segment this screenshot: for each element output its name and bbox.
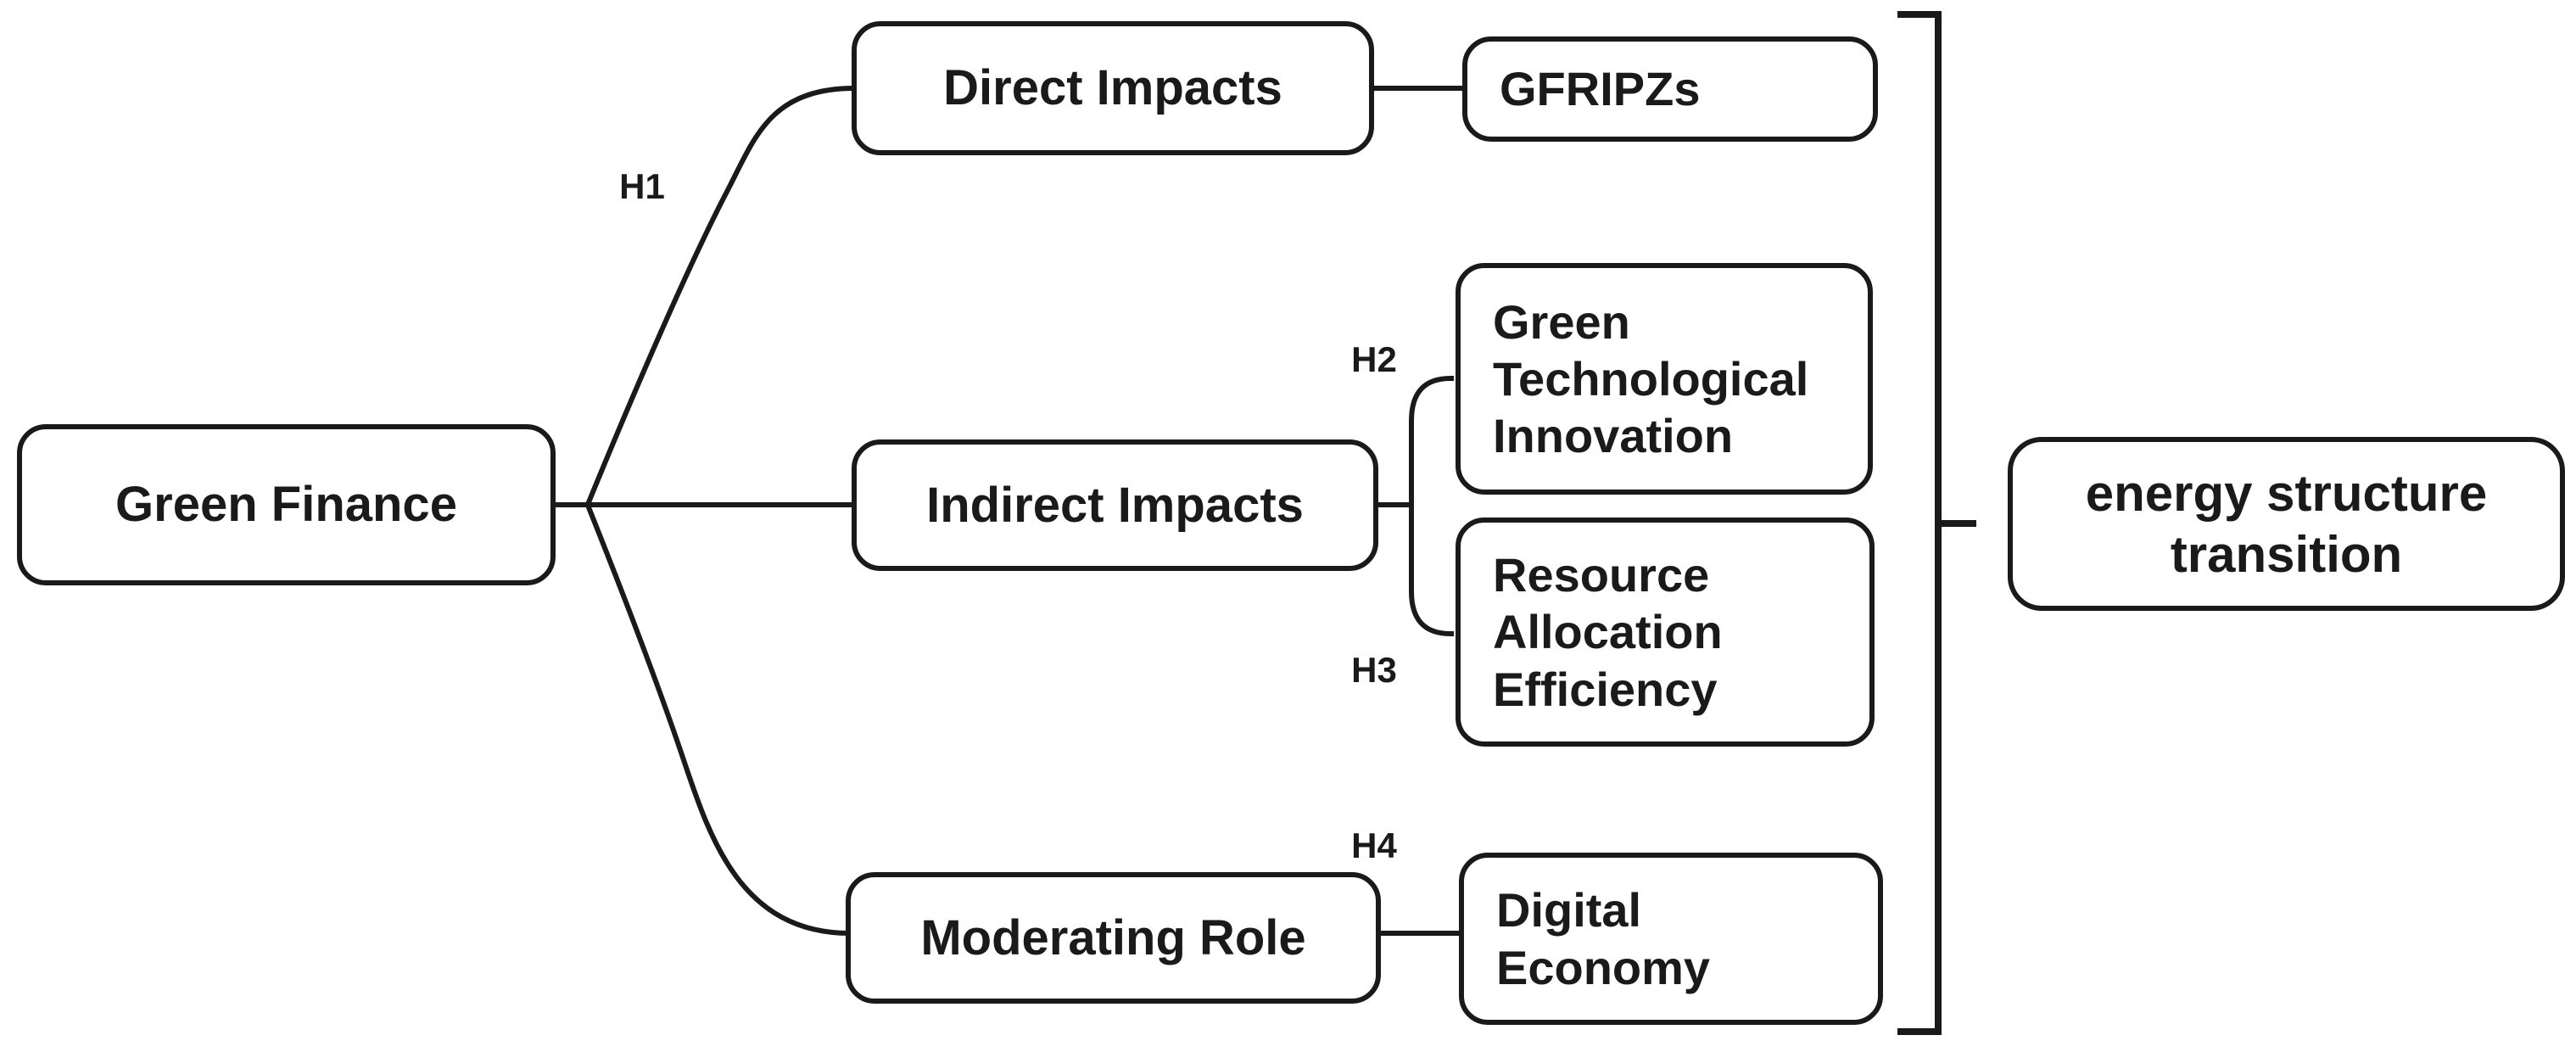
gathering-bracket <box>1897 11 1942 1035</box>
node-gfripzs-label: GFRIPZs <box>1500 62 1701 116</box>
node-direct-impacts: Direct Impacts <box>852 21 1374 155</box>
node-resource-allocation-efficiency: Resource Allocation Efficiency <box>1456 518 1875 747</box>
node-green-technological-innovation-label: Green Technological Innovation <box>1493 294 1809 463</box>
node-moderating-role-label: Moderating Role <box>920 909 1306 965</box>
hypothesis-label-h4: H4 <box>1351 825 1397 865</box>
node-green-finance: Green Finance <box>17 424 556 585</box>
node-digital-economy: Digital Economy <box>1459 853 1883 1025</box>
hypothesis-label-h3: H3 <box>1351 650 1397 690</box>
node-direct-impacts-label: Direct Impacts <box>943 60 1282 116</box>
node-resource-allocation-efficiency-label: Resource Allocation Efficiency <box>1493 548 1723 716</box>
node-energy-structure-transition-label: energy structure transition <box>2085 464 2488 583</box>
node-digital-economy-label: Digital Economy <box>1496 883 1711 994</box>
node-energy-structure-transition: energy structure transition <box>2008 437 2565 611</box>
node-green-finance-label: Green Finance <box>115 477 457 533</box>
edge-green-finance-moderating <box>584 501 851 936</box>
node-indirect-impacts: Indirect Impacts <box>852 439 1378 571</box>
hypothesis-label-h2: H2 <box>1351 339 1397 379</box>
edge-green-finance-direct <box>584 86 856 508</box>
node-gfripzs: GFRIPZs <box>1462 36 1878 142</box>
node-moderating-role: Moderating Role <box>846 872 1381 1004</box>
node-indirect-impacts-label: Indirect Impacts <box>926 477 1304 533</box>
hypothesis-label-h1: H1 <box>619 166 665 206</box>
edge-fork-mediators <box>1409 376 1454 636</box>
node-green-technological-innovation: Green Technological Innovation <box>1456 263 1873 495</box>
